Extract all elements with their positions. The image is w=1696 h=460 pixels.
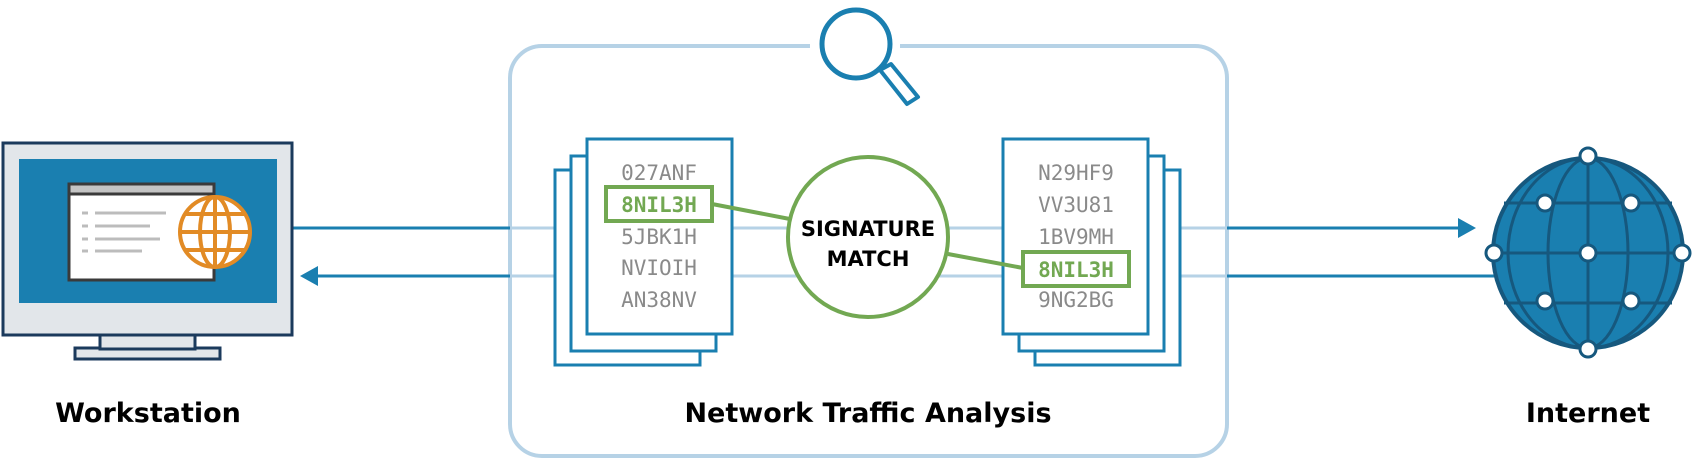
right-code-5: 9NG2BG (1038, 288, 1114, 312)
left-code-2-match: 8NIL3H (621, 193, 697, 217)
right-code-1: N29HF9 (1038, 161, 1114, 185)
left-code-5: AN38NV (621, 288, 697, 312)
workstation-label: Workstation (55, 398, 241, 429)
arrow-to-workstation-icon (300, 266, 318, 286)
match-connector-right (947, 252, 1024, 270)
signature-match-badge: SIGNATURE MATCH (786, 155, 950, 319)
network-traffic-analysis-label: Network Traffic Analysis (684, 398, 1052, 429)
right-code-4-match: 8NIL3H (1038, 258, 1114, 282)
right-code-2: VV3U81 (1038, 193, 1114, 217)
workstation-monitor-icon (1, 141, 294, 361)
right-match-highlight (1021, 250, 1131, 288)
magnifier-icon (819, 7, 920, 106)
signature-match-line1: SIGNATURE (801, 217, 935, 241)
left-code-4: NVIOIH (621, 256, 697, 280)
left-code-list: 027ANF 8NIL3H 5JBK1H NVIOIH AN38NV (604, 161, 714, 312)
left-match-highlight (604, 185, 714, 223)
internet-label: Internet (1525, 398, 1651, 429)
globe-icon (178, 195, 252, 269)
right-code-list: N29HF9 VV3U81 1BV9MH 8NIL3H 9NG2BG (1021, 161, 1131, 312)
left-code-3: 5JBK1H (621, 225, 697, 249)
internet-globe-icon (1484, 146, 1692, 359)
right-code-3: 1BV9MH (1038, 225, 1114, 249)
match-connector-left (711, 202, 796, 222)
left-code-1: 027ANF (621, 161, 697, 185)
arrow-to-internet-icon (1458, 218, 1476, 238)
signature-match-line2: MATCH (827, 247, 910, 271)
